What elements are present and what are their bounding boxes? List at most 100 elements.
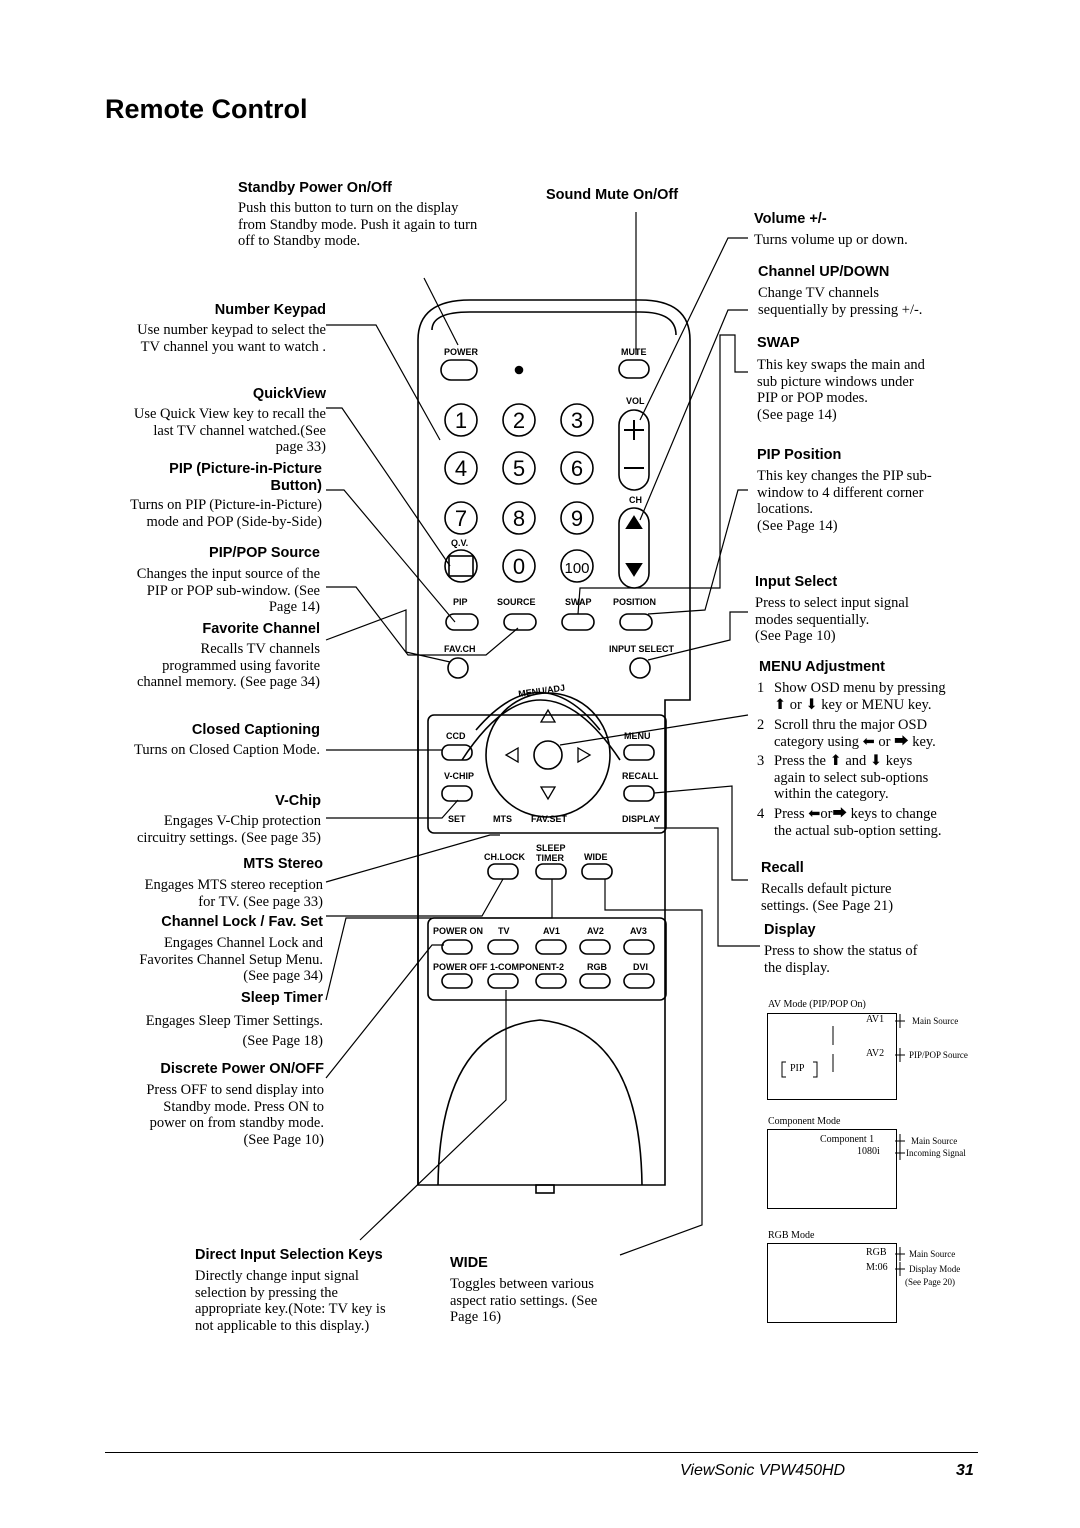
channel-heading: Channel UP/DOWN xyxy=(758,264,890,280)
component1-button[interactable] xyxy=(487,973,519,989)
vchip-heading: V-Chip xyxy=(275,793,321,809)
sleep-timer-button[interactable] xyxy=(535,863,567,880)
direct-heading: Direct Input Selection Keys xyxy=(195,1247,383,1263)
cc-text: Turns on Closed Caption Mode. xyxy=(134,742,320,758)
tv-button[interactable] xyxy=(487,939,519,955)
svg-text:9: 9 xyxy=(571,506,583,531)
mts-text: Engages MTS stereo reception for TV. (Se… xyxy=(144,877,323,910)
cc-heading: Closed Captioning xyxy=(191,722,320,738)
mts-label: MTS xyxy=(493,814,512,824)
osd-comp-box xyxy=(767,1129,897,1209)
display-label: DISPLAY xyxy=(622,814,660,824)
menu-item-2-num: 2 xyxy=(757,717,765,733)
vol-label: VOL xyxy=(626,396,645,406)
chlock-label: CH.LOCK xyxy=(484,852,525,862)
osd-rgb-note: (See Page 20) xyxy=(905,1277,955,1287)
volume-heading: Volume +/- xyxy=(754,211,827,227)
av2-button[interactable] xyxy=(579,939,611,955)
osd-comp-l1r: Main Source xyxy=(911,1136,958,1146)
volume-text: Turns volume up or down. xyxy=(754,232,908,248)
osd-av-l2: AV2 xyxy=(866,1048,885,1059)
svg-text:7: 7 xyxy=(455,506,467,531)
ccd-label: CCD xyxy=(446,731,466,741)
svg-text:1: 1 xyxy=(455,408,467,433)
wide-button[interactable] xyxy=(581,863,613,880)
key-8[interactable] xyxy=(502,501,536,535)
power-on-button[interactable] xyxy=(441,939,473,955)
input-select-button[interactable] xyxy=(629,657,651,679)
svg-text:8: 8 xyxy=(513,506,525,531)
ch-label: CH xyxy=(629,495,642,505)
chlock-heading: Channel Lock / Fav. Set xyxy=(161,914,323,930)
av1-label: AV1 xyxy=(543,926,560,936)
quickview-heading: QuickView xyxy=(252,386,326,402)
av1-button[interactable] xyxy=(535,939,567,955)
input-select-label: INPUT SELECT xyxy=(609,644,675,654)
favch-button[interactable] xyxy=(447,657,469,679)
wide-label: WIDE xyxy=(584,852,608,862)
quickview-button[interactable] xyxy=(444,549,478,583)
key-0[interactable] xyxy=(502,549,536,583)
key-5[interactable] xyxy=(502,451,536,485)
osd-comp-l2: 1080i xyxy=(857,1146,880,1157)
osd-comp-l2r: Incoming Signal xyxy=(906,1148,966,1158)
swap-text: This key swaps the main and sub picture … xyxy=(757,357,925,423)
pippos-text: This key changes the PIP sub- window to … xyxy=(757,468,932,534)
svg-text:100: 100 xyxy=(564,560,589,577)
mute-button[interactable] xyxy=(618,359,650,379)
key-7[interactable] xyxy=(444,501,478,535)
qv-label: Q.V. xyxy=(451,538,468,548)
key-9[interactable] xyxy=(560,501,594,535)
recall-button[interactable] xyxy=(623,785,655,802)
mts-heading: MTS Stereo xyxy=(243,856,323,872)
svg-text:5: 5 xyxy=(513,456,525,481)
key-2[interactable] xyxy=(502,403,536,437)
menu-item-3-num: 3 xyxy=(757,753,765,769)
svg-text:2: 2 xyxy=(513,408,525,433)
menu-button[interactable] xyxy=(623,744,655,761)
set-label: SET xyxy=(448,814,466,824)
power-off-button[interactable] xyxy=(441,973,473,989)
pippos-heading: PIP Position xyxy=(757,447,842,463)
av3-label: AV3 xyxy=(630,926,647,936)
sleep-label: SLEEP xyxy=(536,843,566,853)
source-label: SOURCE xyxy=(497,597,536,607)
component2-button[interactable] xyxy=(535,973,567,989)
key-3[interactable] xyxy=(560,403,594,437)
osd-rgb-box xyxy=(767,1243,897,1323)
input-text: Press to select input signal modes seque… xyxy=(755,595,909,644)
footer-rule xyxy=(105,1452,978,1453)
dvi-button[interactable] xyxy=(623,973,655,989)
osd-comp-l1: Component 1 xyxy=(820,1134,875,1145)
av3-button[interactable] xyxy=(623,939,655,955)
ccd-button[interactable] xyxy=(441,744,473,761)
favorite-text: Recalls TV channels programmed using fav… xyxy=(136,641,320,690)
discrete-text: Press OFF to send display into Standby m… xyxy=(146,1082,324,1148)
menu-label: MENU xyxy=(624,731,651,741)
power-button[interactable] xyxy=(440,359,478,381)
osd-rgb-l2r: Display Mode xyxy=(909,1264,961,1274)
key-1[interactable] xyxy=(444,403,478,437)
osd-av-l1: AV1 xyxy=(866,1014,885,1025)
menu-item-4-text: Press ⬅or⮕ keys to change the actual sub… xyxy=(774,806,942,839)
pippop-heading: PIP/POP Source xyxy=(209,545,320,561)
volume-rocker[interactable] xyxy=(618,409,650,491)
key-100[interactable] xyxy=(560,549,594,583)
rgb-button[interactable] xyxy=(579,973,611,989)
key-6[interactable] xyxy=(560,451,594,485)
key-4[interactable] xyxy=(444,451,478,485)
recall-heading: Recall xyxy=(761,860,804,876)
pip-button[interactable] xyxy=(445,613,479,631)
svg-text:6: 6 xyxy=(571,456,583,481)
mute-heading: Sound Mute On/Off xyxy=(546,187,679,203)
timer-label: TIMER xyxy=(536,853,564,863)
source-button[interactable] xyxy=(503,613,537,631)
footer-brand: ViewSonic VPW450HD xyxy=(680,1462,846,1479)
swap-heading: SWAP xyxy=(757,335,800,351)
position-label: POSITION xyxy=(613,597,656,607)
tv-label: TV xyxy=(498,926,510,936)
osd-av-l1r: Main Source xyxy=(912,1016,959,1026)
favch-label: FAV.CH xyxy=(444,644,476,654)
position-button[interactable] xyxy=(619,613,653,631)
